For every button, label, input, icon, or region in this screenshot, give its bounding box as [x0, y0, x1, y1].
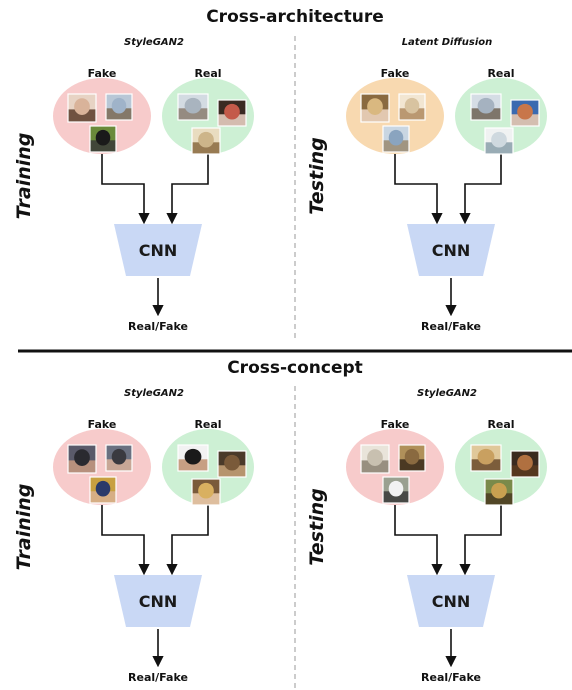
fake-label: Fake [88, 67, 117, 80]
person-hat-photo [67, 444, 97, 474]
real-to-cnn-arrow [459, 505, 502, 576]
fake-to-cnn-arrow [101, 505, 150, 576]
blonde-girl-photo [191, 478, 221, 506]
section-title-cross-architecture: Cross-architecture [206, 7, 384, 27]
cnn-block [114, 575, 202, 627]
real-label: Real [194, 67, 221, 80]
phase-label: Training [13, 484, 35, 571]
model-label: StyleGAN2 [124, 37, 184, 48]
output-label: Real/Fake [421, 320, 481, 333]
cheetah-face-photo [470, 444, 502, 472]
woman-smiling-photo [217, 99, 247, 127]
cnn-label: CNN [432, 592, 471, 611]
real-label: Real [194, 418, 221, 431]
phase-label: Testing [306, 488, 328, 565]
bedroom-photo [398, 93, 426, 121]
real-label: Real [487, 418, 514, 431]
real-label: Real [487, 67, 514, 80]
real-to-cnn-arrow [459, 154, 502, 225]
cheetah-photo [191, 127, 221, 155]
fake-to-cnn-arrow [394, 505, 443, 576]
leopard-photo [484, 478, 514, 506]
cnn-block [407, 224, 495, 276]
model-label: StyleGAN2 [417, 388, 477, 399]
church-photo [382, 125, 410, 153]
fox-photo [510, 450, 540, 478]
cnn-label: CNN [139, 241, 178, 260]
cnn-label: CNN [432, 241, 471, 260]
tower-photo [470, 93, 502, 121]
phase-label: Testing [306, 137, 328, 214]
phase-label: Training [13, 133, 35, 220]
output-label: Real/Fake [128, 671, 188, 684]
black-cat-photo [89, 125, 117, 153]
man-face-photo [89, 476, 117, 504]
real-to-cnn-arrow [166, 154, 209, 225]
fake-to-cnn-arrow [394, 154, 443, 225]
man-sunglasses-photo [177, 444, 209, 472]
blonde-woman-photo [360, 93, 390, 123]
real-to-cnn-arrow [166, 505, 209, 576]
white-cat-photo [382, 476, 410, 504]
cnn-label: CNN [139, 592, 178, 611]
tabby-cat-photo [398, 444, 426, 472]
section-title-cross-concept: Cross-concept [227, 358, 363, 378]
boy-face-photo [510, 99, 540, 127]
fake-label: Fake [88, 418, 117, 431]
child-face-photo [105, 444, 133, 472]
output-label: Real/Fake [421, 671, 481, 684]
fake-label: Fake [381, 67, 410, 80]
bearded-man-photo [217, 450, 247, 478]
castle-photo [105, 93, 133, 121]
lynx-photo [360, 444, 390, 474]
cnn-block [114, 224, 202, 276]
model-label: StyleGAN2 [124, 388, 184, 399]
output-label: Real/Fake [128, 320, 188, 333]
building-photo [177, 93, 209, 121]
fake-label: Fake [381, 418, 410, 431]
fake-to-cnn-arrow [101, 154, 150, 225]
living-room-photo [484, 127, 514, 155]
cnn-block [407, 575, 495, 627]
model-label: Latent Diffusion [402, 37, 493, 48]
woman-face-photo [67, 93, 97, 123]
